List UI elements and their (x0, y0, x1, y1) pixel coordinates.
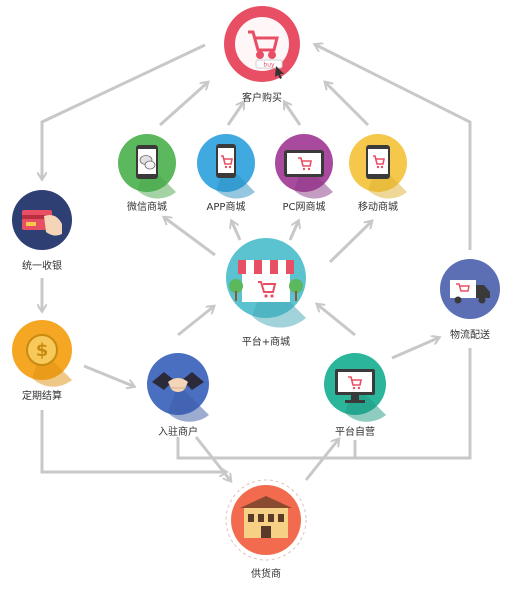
building-icon (240, 496, 292, 538)
buy-badge-text: buy (263, 62, 275, 69)
settlement-node: $ (12, 320, 72, 387)
cashier-label: 统一收银 (22, 261, 62, 272)
mobile-node (349, 134, 407, 199)
supplier-label: 供货商 (251, 569, 281, 580)
selfop-label: 平台自营 (335, 427, 375, 438)
wechat-label: 微信商城 (127, 202, 167, 213)
supplier-node (225, 479, 307, 561)
logistics-label: 物流配送 (450, 330, 490, 341)
arrow-selfop-to-platform (318, 305, 356, 337)
coin-icon: $ (26, 334, 58, 366)
arrow-platform-to-app (232, 222, 242, 241)
storefront-icon (229, 260, 303, 302)
app-label: APP商城 (206, 202, 246, 213)
settlement-label: 定期结算 (22, 391, 62, 402)
buy-button-icon: buy (255, 59, 284, 79)
shopping-cart-icon (248, 30, 279, 59)
cashier-node (12, 190, 72, 250)
monitor-cart-icon (335, 369, 375, 403)
platform-node (226, 238, 306, 328)
arrow-wechat-to-customer (159, 83, 207, 127)
mobile-cart-icon (366, 145, 390, 179)
arrow-platform-to-mobile (328, 222, 371, 264)
delivery-truck-icon (450, 280, 490, 304)
mobile-label: 移动商城 (358, 202, 398, 213)
arrow-app-to-customer (226, 103, 243, 126)
arrow-selfop-to-logistics (391, 338, 438, 360)
arrow-supplier-to-selfop (304, 440, 338, 481)
arrow-merchant-to-platform (177, 307, 213, 337)
merchant-node (147, 353, 209, 422)
arrow-platform-to-wechat (165, 218, 216, 257)
customer-node: buy (224, 6, 300, 82)
arrow-logistics-to-customer (316, 45, 472, 250)
platform-label: 平台+商城 (241, 337, 291, 348)
connectors (40, 43, 472, 481)
phone-cart-icon (216, 144, 236, 178)
selfop-node (324, 353, 386, 422)
merchant-label: 入驻商户 (158, 427, 198, 438)
arrow-settlement-to-merchant (83, 364, 133, 386)
pc-label: PC网商城 (282, 202, 326, 213)
svg-text:$: $ (36, 340, 49, 361)
handshake-icon (152, 372, 204, 392)
customer-label: 客户购买 (242, 93, 282, 104)
tablet-cart-icon (284, 150, 324, 177)
arrow-customer-to-cashier (42, 43, 206, 178)
credit-card-hand-icon (22, 210, 62, 236)
arrow-settlement-to-supplier (40, 410, 225, 472)
arrow-merchant-to-logistics (176, 348, 472, 460)
wechat-node (118, 134, 176, 199)
pc-node (275, 134, 333, 199)
arrow-platform-to-pc (288, 222, 298, 241)
logistics-node (440, 259, 500, 319)
arrow-pc-to-customer (285, 103, 302, 126)
arrow-mobile-to-customer (326, 83, 370, 127)
phone-chat-icon (136, 145, 158, 179)
app-node (197, 134, 255, 199)
